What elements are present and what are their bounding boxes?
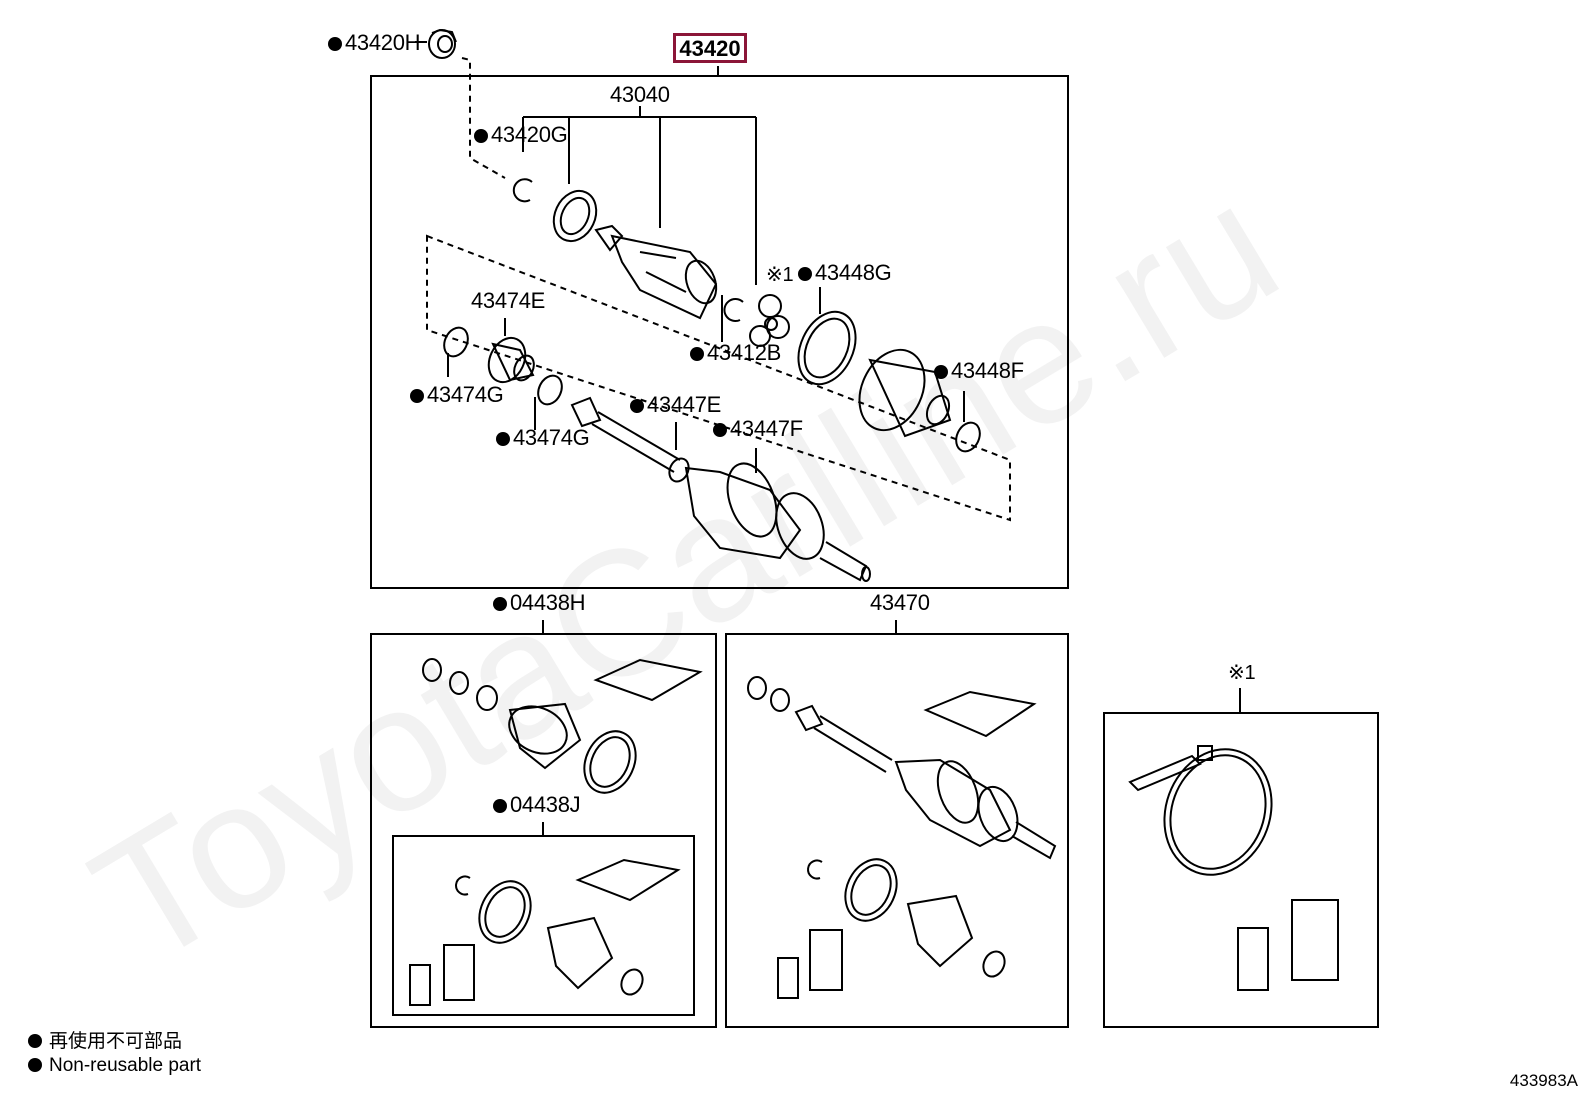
non-reusable-dot-icon: [328, 37, 342, 51]
non-reusable-dot-icon: [493, 597, 507, 611]
clamp-43474G-b-drawing: [537, 374, 563, 406]
legend-dot-icon: [28, 1058, 42, 1072]
kit-04438H-parts-drawing: [422, 658, 703, 794]
boot-band-43448G-drawing: [797, 310, 857, 386]
legend-english: Non-reusable part: [28, 1056, 201, 1076]
non-reusable-dot-icon: [493, 799, 507, 813]
part-label-43470[interactable]: 43470: [870, 590, 930, 615]
part-label-04438J[interactable]: 04438J: [493, 794, 581, 816]
part-label-43420G[interactable]: 43420G: [474, 124, 568, 146]
dashed-43420H: [461, 57, 506, 179]
inboard-boot-drawing: [858, 348, 952, 438]
dashed-kit-outline: [426, 234, 1011, 522]
note-mark-2: ※1: [1228, 662, 1256, 684]
part-label-43474G-b[interactable]: 43474G: [496, 427, 590, 449]
part-label-43448F[interactable]: 43448F: [934, 360, 1024, 382]
assembly-number-43420[interactable]: 43420: [673, 33, 747, 63]
legend-japanese: 再使用不可部品: [28, 1032, 182, 1052]
part-label-43474E[interactable]: 43474E: [471, 288, 546, 313]
part-label-04438H[interactable]: 04438H: [493, 592, 586, 614]
assembly-43470-parts-drawing: [747, 676, 1057, 999]
non-reusable-dot-icon: [798, 267, 812, 281]
non-reusable-dot-icon: [690, 347, 704, 361]
snap-ring-43412B-drawing: [723, 298, 744, 322]
seal-drawing: [552, 189, 598, 243]
bracket-43040: [522, 106, 757, 285]
non-reusable-dot-icon: [934, 365, 948, 379]
figure-code: 433983A: [1509, 1071, 1578, 1090]
kit-04438J-frame: [392, 835, 695, 1016]
non-reusable-dot-icon: [630, 399, 644, 413]
inboard-joint-drawing: [594, 224, 718, 320]
part-label-43412B[interactable]: 43412B: [690, 342, 781, 364]
snap-ring-43420G-drawing: [512, 178, 533, 203]
kit-04438J-parts-drawing: [409, 858, 681, 1006]
part-label-43474G-a[interactable]: 43474G: [410, 384, 504, 406]
drive-shaft-drawing: [570, 396, 871, 582]
non-reusable-dot-icon: [496, 432, 510, 446]
part-label-43447E[interactable]: 43447E: [630, 394, 721, 416]
band-clamp-drawing: [1128, 745, 1339, 991]
clamp-43474G-a-drawing: [443, 326, 469, 358]
part-label-43447F[interactable]: 43447F: [713, 418, 803, 440]
part-label-43448G[interactable]: 43448G: [798, 262, 892, 284]
part-label-43420H[interactable]: 43420H: [328, 32, 421, 54]
non-reusable-dot-icon: [410, 389, 424, 403]
part-label-43040[interactable]: 43040: [610, 82, 670, 107]
legend-dot-icon: [28, 1034, 42, 1048]
tripod-drawing: [749, 294, 790, 347]
dust-deflector-43474E-drawing: [487, 336, 535, 384]
non-reusable-dot-icon: [474, 129, 488, 143]
nut-43420H-drawing: [428, 28, 457, 59]
non-reusable-dot-icon: [713, 423, 727, 437]
clamp-43448F-drawing: [955, 421, 981, 453]
assembly-43420-frame: [370, 75, 1069, 589]
note-mark-1: ※1: [766, 264, 794, 286]
